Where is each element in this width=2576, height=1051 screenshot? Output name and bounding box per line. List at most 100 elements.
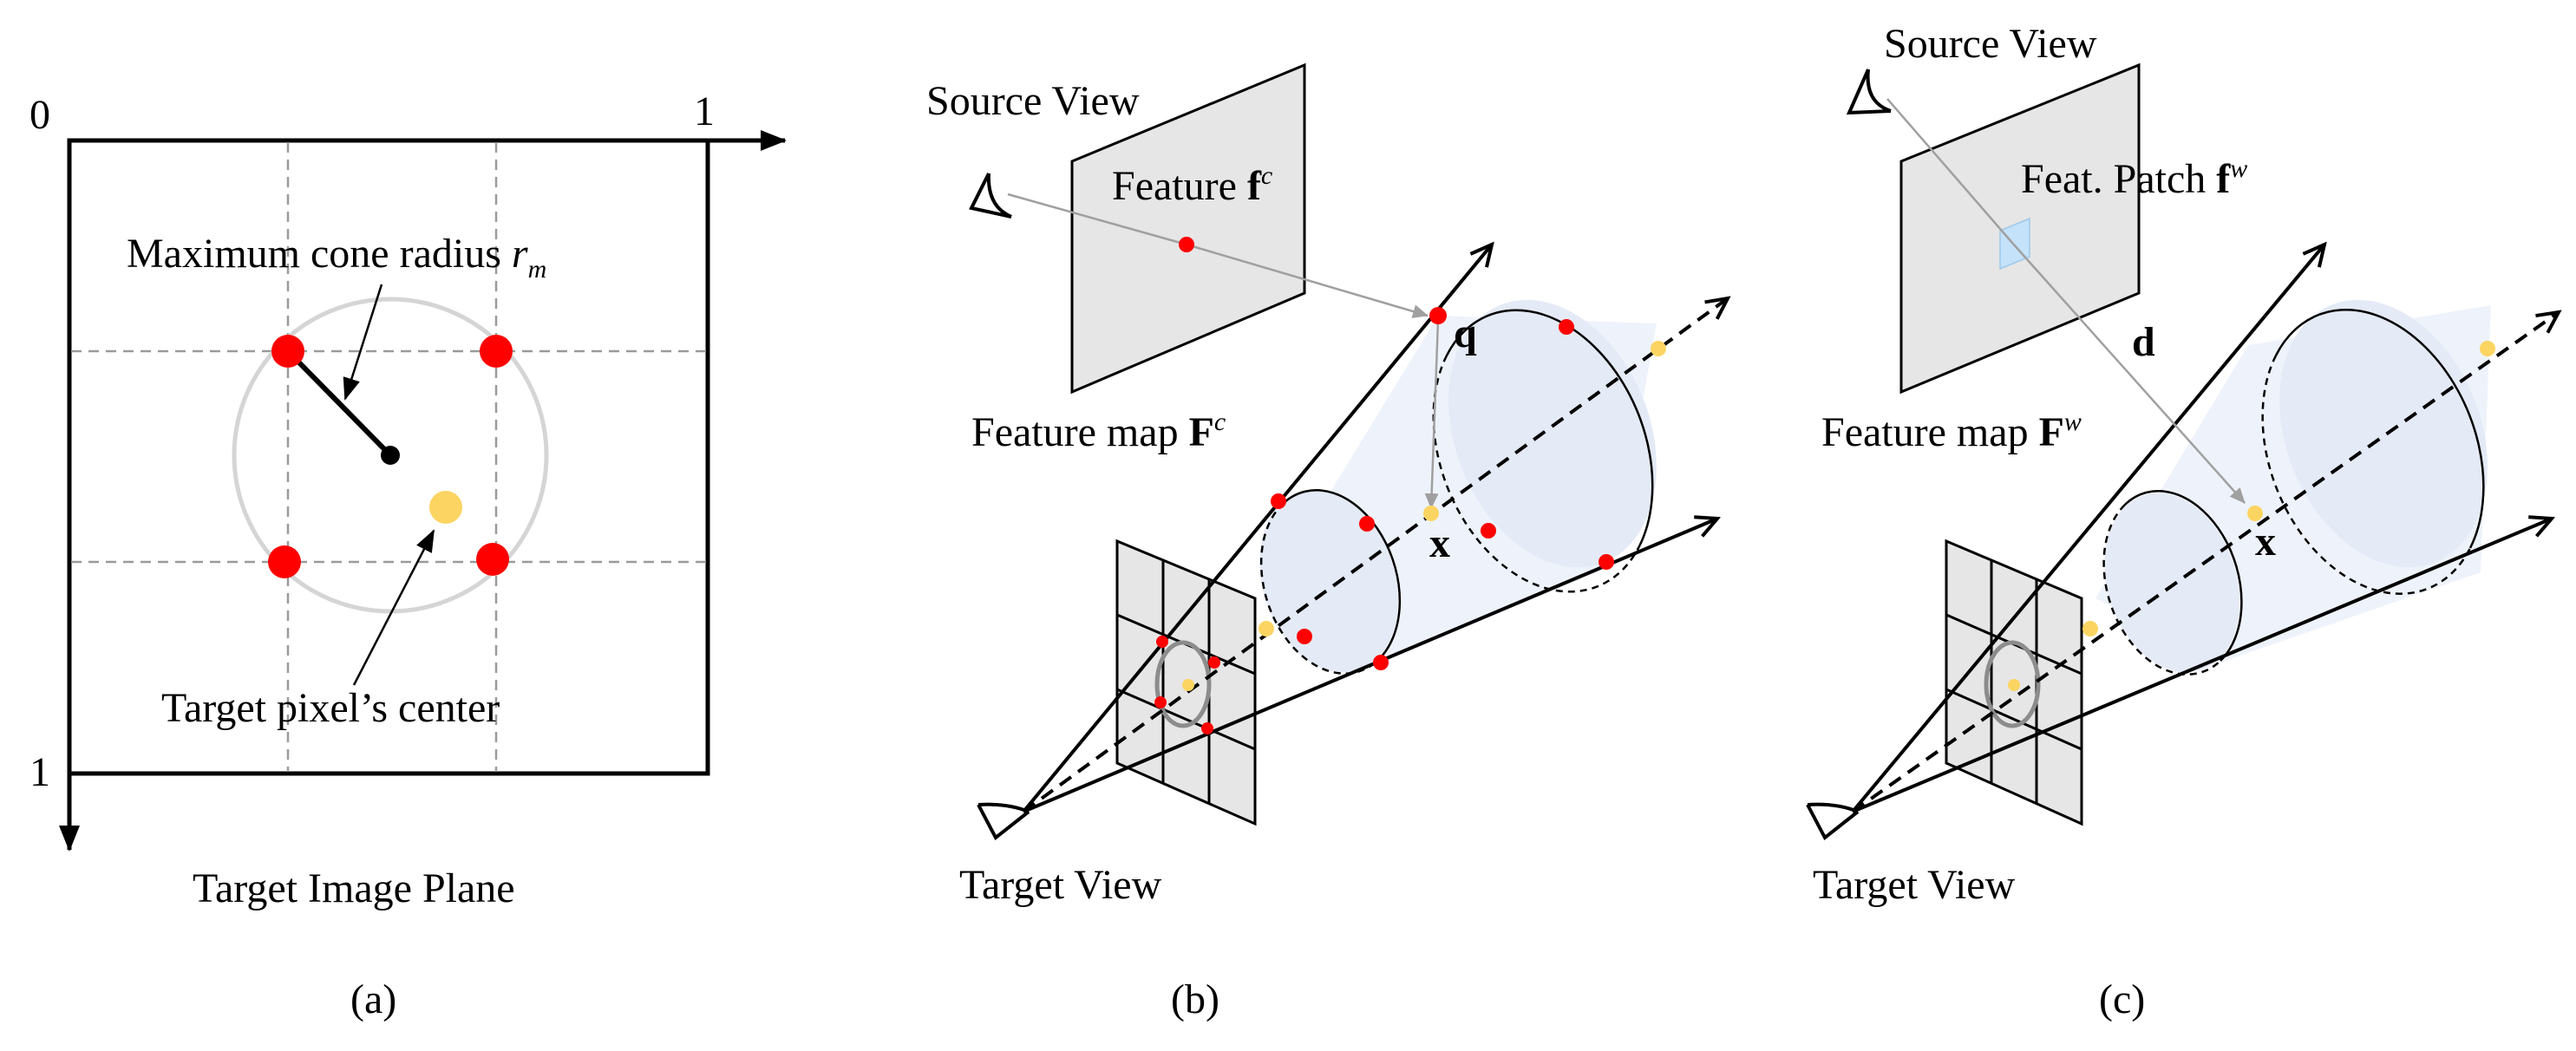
patch-sup: w	[2230, 154, 2247, 183]
center-point	[2082, 621, 2098, 636]
near-ellipse-fill	[1259, 489, 1398, 673]
feature-map-label: Feature map Fc	[971, 408, 1226, 455]
patch-text: Feat. Patch	[2021, 156, 2216, 202]
center-point	[1182, 679, 1194, 691]
patch-label: Feat. Patch fw	[2021, 154, 2247, 202]
ray-center	[1851, 312, 2559, 813]
feature-map-text: Feature map	[971, 409, 1189, 455]
sample-points	[1154, 237, 1614, 734]
sample-point	[476, 543, 509, 576]
far-ellipse-back	[2261, 355, 2472, 596]
feature-label: Feature fc	[1112, 161, 1272, 209]
radius-pointer-arrow	[343, 284, 383, 401]
cone-center-dot	[381, 446, 400, 465]
source-view-label: Source View	[1884, 21, 2097, 67]
target-eye-icon	[977, 802, 1030, 841]
near-ellipse-front	[1283, 489, 1402, 662]
ray-lower	[1852, 519, 2552, 813]
source-view-label: Source View	[926, 78, 1140, 124]
sample-point	[480, 335, 513, 368]
sample-point	[1599, 554, 1614, 570]
sample-point	[1373, 655, 1389, 670]
feature-map-sup: w	[2064, 408, 2082, 436]
feature-point	[1179, 237, 1194, 252]
feature-patch	[1999, 217, 2030, 271]
near-ellipse-front	[2124, 490, 2243, 662]
cone-radius-circle	[232, 297, 549, 614]
tick-x-end: 1	[694, 88, 715, 134]
sample-point	[1156, 636, 1168, 648]
pixel-grid	[71, 142, 706, 772]
center-points	[2008, 341, 2495, 691]
caption-b: (b)	[1171, 976, 1219, 1022]
center-point	[2008, 679, 2020, 691]
target-view-label: Target View	[1813, 862, 2016, 908]
center-label: Target pixel’s center	[161, 685, 500, 731]
sample-point	[1154, 696, 1167, 708]
point-x-dot	[1423, 506, 1439, 521]
near-ellipse-back	[2102, 504, 2221, 676]
panel-b: Source View Feature fc Feature map Fc q …	[926, 62, 1728, 1022]
feature-map-symbol: F	[2039, 409, 2064, 455]
center-point	[1651, 341, 1666, 356]
sample-point	[1359, 516, 1375, 532]
source-ray	[1886, 98, 2013, 244]
radius-symbol: r	[512, 231, 528, 277]
sample-point	[1201, 722, 1213, 734]
point-x-label: x	[1429, 520, 1450, 566]
feature-map-sup: c	[1214, 408, 1226, 436]
tick-y-end: 1	[29, 749, 50, 795]
pixel-footprint-ellipse	[1984, 640, 2041, 728]
source-eye-icon	[969, 173, 1012, 219]
center-point	[2480, 341, 2495, 356]
radius-label-text: Maximum cone radius	[127, 231, 512, 277]
caption-c: (c)	[2099, 976, 2145, 1022]
radius-label: Maximum cone radius rm	[127, 231, 546, 284]
ray-upper	[1851, 245, 2324, 813]
panel-c: Source View Feat. Patch fw d Feature map…	[1806, 21, 2559, 1022]
radius-subscript: m	[528, 255, 547, 284]
panel-a: 0 1 1 Maximum cone radius rm Target pixe…	[29, 88, 787, 1022]
radius-line	[285, 349, 393, 458]
target-pixel-center-dot	[429, 491, 462, 524]
target-view-label: Target View	[959, 862, 1162, 908]
source-view-plane	[1070, 62, 1306, 395]
near-ellipse-fill	[2104, 493, 2239, 673]
caption-a: (a)	[350, 976, 396, 1022]
far-ellipse-front	[1445, 309, 1654, 547]
feature-sup: c	[1261, 161, 1272, 190]
sample-point	[1208, 656, 1220, 669]
tick-origin: 0	[29, 92, 50, 138]
ray-upper	[1022, 245, 1492, 813]
far-ellipse-fill	[1448, 299, 1657, 568]
target-image-frame	[67, 138, 710, 776]
ray-center	[1022, 298, 1728, 813]
feature-text: Feature	[1112, 163, 1247, 209]
center-points	[1182, 341, 1666, 691]
sample-points	[268, 335, 513, 578]
direction-label: d	[2132, 319, 2155, 365]
sample-point	[1559, 319, 1574, 335]
q-to-x-arrow	[1424, 320, 1440, 509]
far-ellipse-front	[2274, 308, 2485, 549]
sample-point	[268, 545, 301, 578]
feature-map-label: Feature map Fw	[1821, 408, 2082, 455]
direction-ray	[2011, 242, 2246, 504]
point-x-dot	[2247, 506, 2263, 521]
sample-point	[1297, 629, 1312, 644]
patch-symbol: f	[2216, 156, 2231, 202]
far-ellipse-back	[1432, 355, 1641, 593]
center-point	[1259, 621, 1274, 636]
center-pointer-arrow	[352, 529, 435, 686]
projection-ray	[1186, 243, 1429, 318]
pixel-footprint-ellipse	[1154, 640, 1212, 728]
feature-map-symbol: F	[1189, 409, 1214, 455]
sample-point	[1481, 523, 1496, 539]
point-q-dot	[1429, 307, 1447, 324]
point-x-label: x	[2255, 519, 2276, 565]
target-eye-icon	[1806, 802, 1860, 841]
plane-label: Target Image Plane	[193, 865, 515, 911]
source-eye-icon	[1846, 69, 1892, 115]
sample-point	[271, 335, 304, 368]
